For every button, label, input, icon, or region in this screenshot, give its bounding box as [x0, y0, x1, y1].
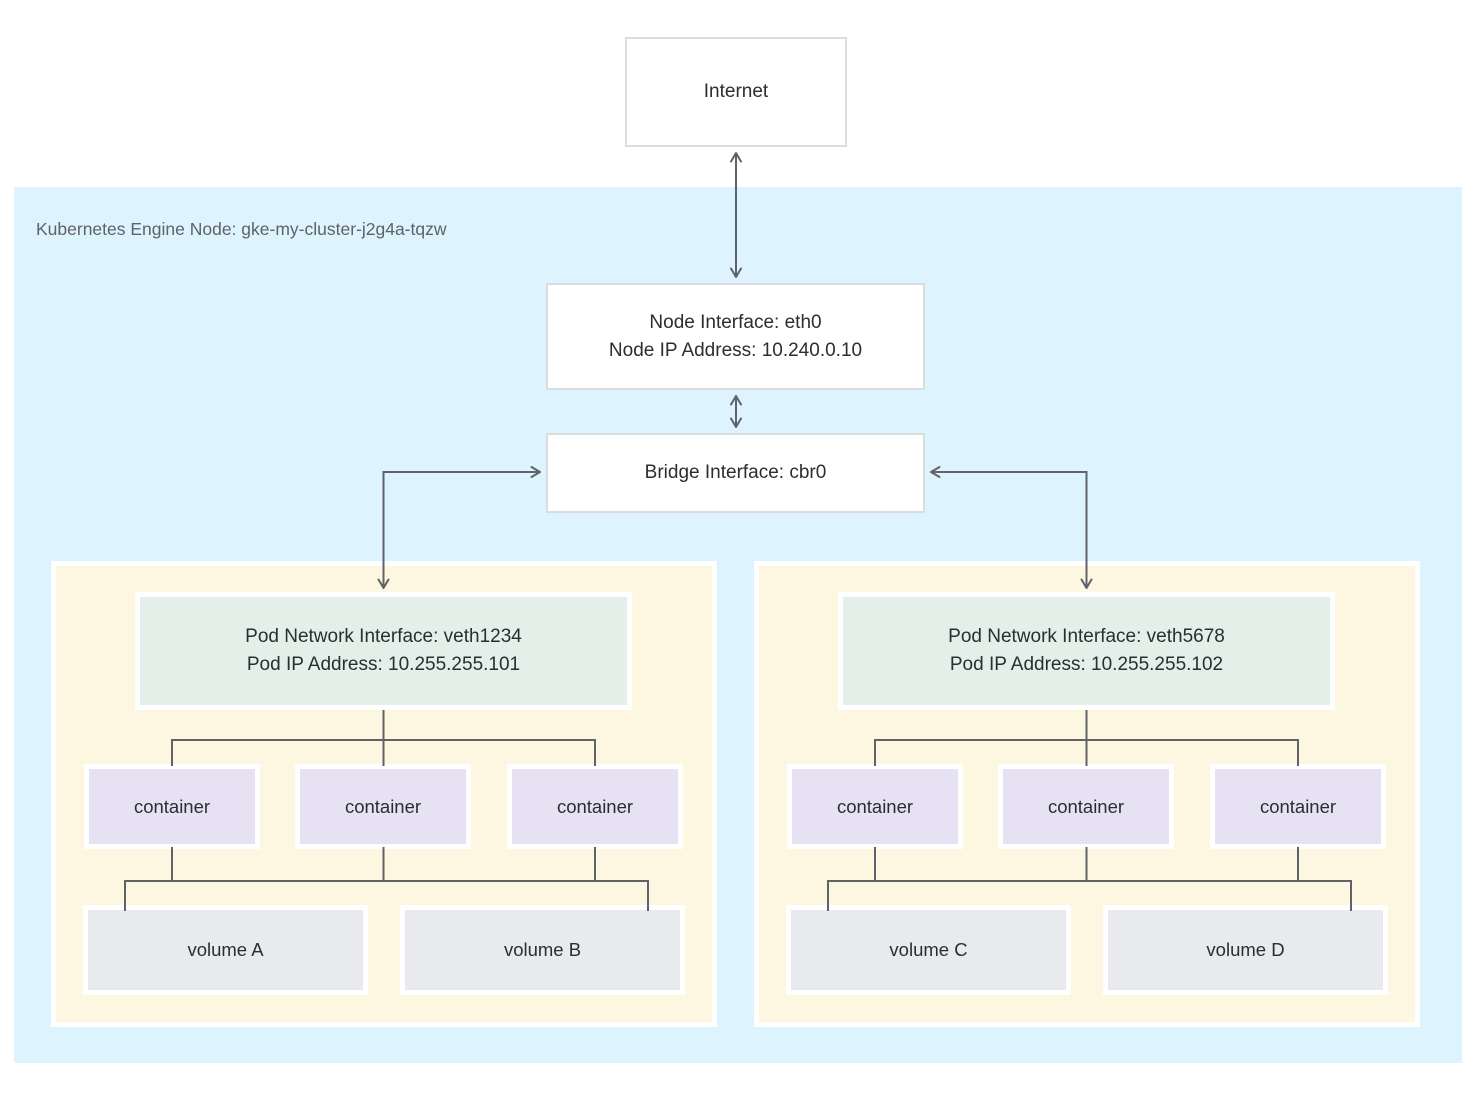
container-label: container: [556, 795, 634, 817]
internet-box: Internet: [625, 37, 847, 147]
container-label: container: [344, 795, 422, 817]
pod-1-ip-address: Pod IP Address: 10.255.255.101: [246, 654, 521, 675]
pod-1-volume-a: volume A: [83, 905, 368, 995]
internet-label: Internet: [703, 81, 769, 102]
container-label: container: [1047, 795, 1125, 817]
pod-2-container-2: container: [998, 764, 1174, 849]
pod-2-interface-name: Pod Network Interface: veth5678: [948, 626, 1225, 647]
pod-2-ip-address: Pod IP Address: 10.255.255.102: [949, 654, 1224, 675]
container-label: container: [133, 795, 211, 817]
volume-label: volume B: [503, 939, 582, 960]
pod-2-volume-c: volume C: [786, 905, 1071, 995]
volume-label: volume A: [187, 939, 264, 960]
volume-label: volume C: [889, 939, 968, 960]
bridge-interface-box: Bridge Interface: cbr0: [546, 433, 925, 513]
bridge-interface-label: Bridge Interface: cbr0: [644, 462, 827, 483]
container-label: container: [1259, 795, 1337, 817]
node-interface-box: Node Interface: eth0 Node IP Address: 10…: [546, 283, 925, 390]
pod-1-container-2: container: [295, 764, 471, 849]
node-interface-name: Node Interface: eth0: [649, 311, 822, 333]
node-ip-address: Node IP Address: 10.240.0.10: [608, 339, 863, 361]
pod-1-container-1: container: [84, 764, 260, 849]
pod-2-network-interface-box: Pod Network Interface: veth5678 Pod IP A…: [838, 592, 1335, 710]
pod-2-container-1: container: [787, 764, 963, 849]
volume-label: volume D: [1206, 939, 1285, 960]
kubernetes-node-label: Kubernetes Engine Node: gke-my-cluster-j…: [36, 219, 447, 239]
container-label: container: [836, 795, 914, 817]
pod-1-volume-b: volume B: [400, 905, 685, 995]
pod-2-volume-d: volume D: [1103, 905, 1388, 995]
pod-1-network-interface-box: Pod Network Interface: veth1234 Pod IP A…: [135, 592, 632, 710]
pod-1-interface-name: Pod Network Interface: veth1234: [245, 626, 522, 647]
pod-1-container-3: container: [507, 764, 683, 849]
pod-2-container-3: container: [1210, 764, 1386, 849]
